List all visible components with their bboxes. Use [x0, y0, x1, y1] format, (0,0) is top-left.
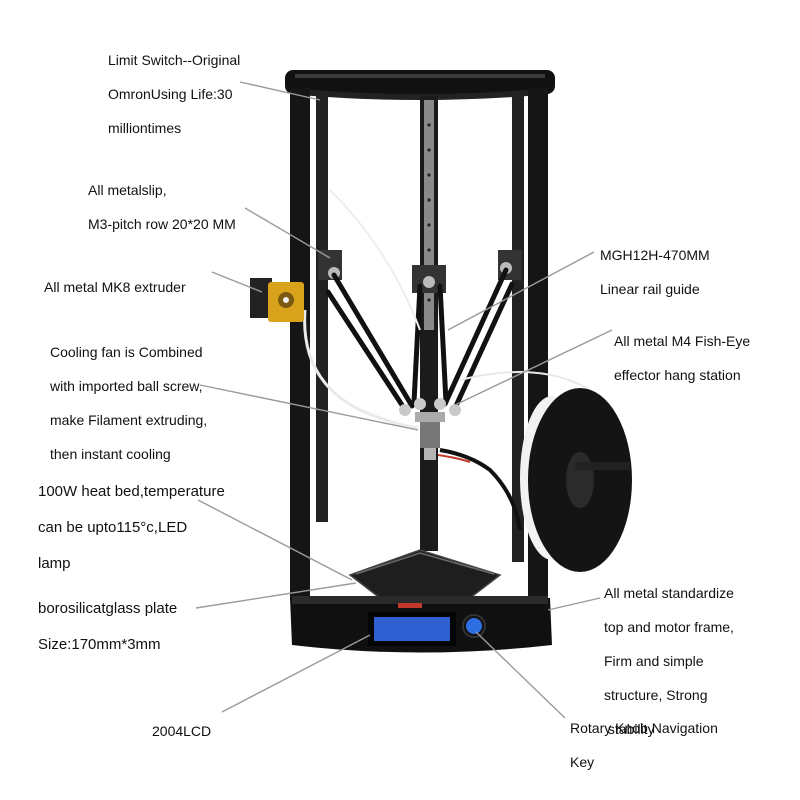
- leader-lines: [195, 81, 613, 719]
- delta-rods: [325, 267, 515, 411]
- label-cooling-fan: Cooling fan is Combined with imported ba…: [50, 344, 208, 462]
- leader-metal-slip: [244, 207, 331, 259]
- left-column: [290, 88, 310, 600]
- label-metal-slip: All metalslip, M3-pitch row 20*20 MM: [88, 182, 236, 232]
- label-fish-eye: All metal M4 Fish-Eye effector hang stat…: [614, 333, 751, 383]
- leader-rail-guide: [447, 251, 595, 331]
- hotend-wire-red: [437, 454, 471, 463]
- lcd-screen: [374, 617, 450, 641]
- leader-lcd: [221, 634, 371, 713]
- leader-heat-bed: [197, 499, 353, 581]
- left-column-inner: [316, 92, 328, 522]
- leader-fish-eye: [454, 329, 613, 406]
- leader-rotary-knob: [475, 631, 566, 719]
- top-frame: [285, 70, 555, 94]
- center-rail: [424, 100, 434, 330]
- heat-bed: [348, 549, 502, 599]
- label-glass-plate: borosilicatglass plate Size:170mm*3mm: [38, 600, 178, 653]
- hotend-wire: [439, 448, 522, 531]
- filament-spool: [520, 388, 632, 572]
- rotary-knob-ring: [462, 614, 486, 638]
- right-column-inner: [512, 92, 524, 562]
- label-limit-switch: Limit Switch--Original OmronUsing Life:3…: [108, 52, 241, 136]
- red-led-indicator: [398, 603, 422, 608]
- center-carriage-joint: [423, 276, 435, 288]
- leader-glass-plate: [195, 582, 357, 609]
- filament-tube: [303, 309, 419, 430]
- extruder: [250, 278, 304, 322]
- label-rotary-knob: Rotary Knob Navigation Key: [570, 720, 718, 770]
- effector: [399, 398, 461, 460]
- label-lcd: 2004LCD: [152, 723, 212, 739]
- glass-plate: [355, 552, 495, 575]
- base-top-strip: [292, 596, 548, 604]
- label-rail-guide: MGH12H-470MM Linear rail guide: [600, 247, 710, 297]
- leader-extruder: [211, 271, 263, 293]
- filament-line: [329, 189, 421, 331]
- label-heat-bed: 100W heat bed,temperature can be upto115…: [38, 483, 225, 572]
- label-frame: All metal standardize top and motor fram…: [604, 585, 734, 737]
- top-frame-highlight: [295, 74, 545, 78]
- label-extruder: All metal MK8 extruder: [44, 279, 186, 295]
- leader-frame: [547, 597, 601, 611]
- leader-cooling-fan: [199, 384, 419, 431]
- leader-limit-switch: [239, 81, 321, 101]
- rotary-knob: [466, 618, 482, 634]
- filament-to-spool: [459, 371, 591, 391]
